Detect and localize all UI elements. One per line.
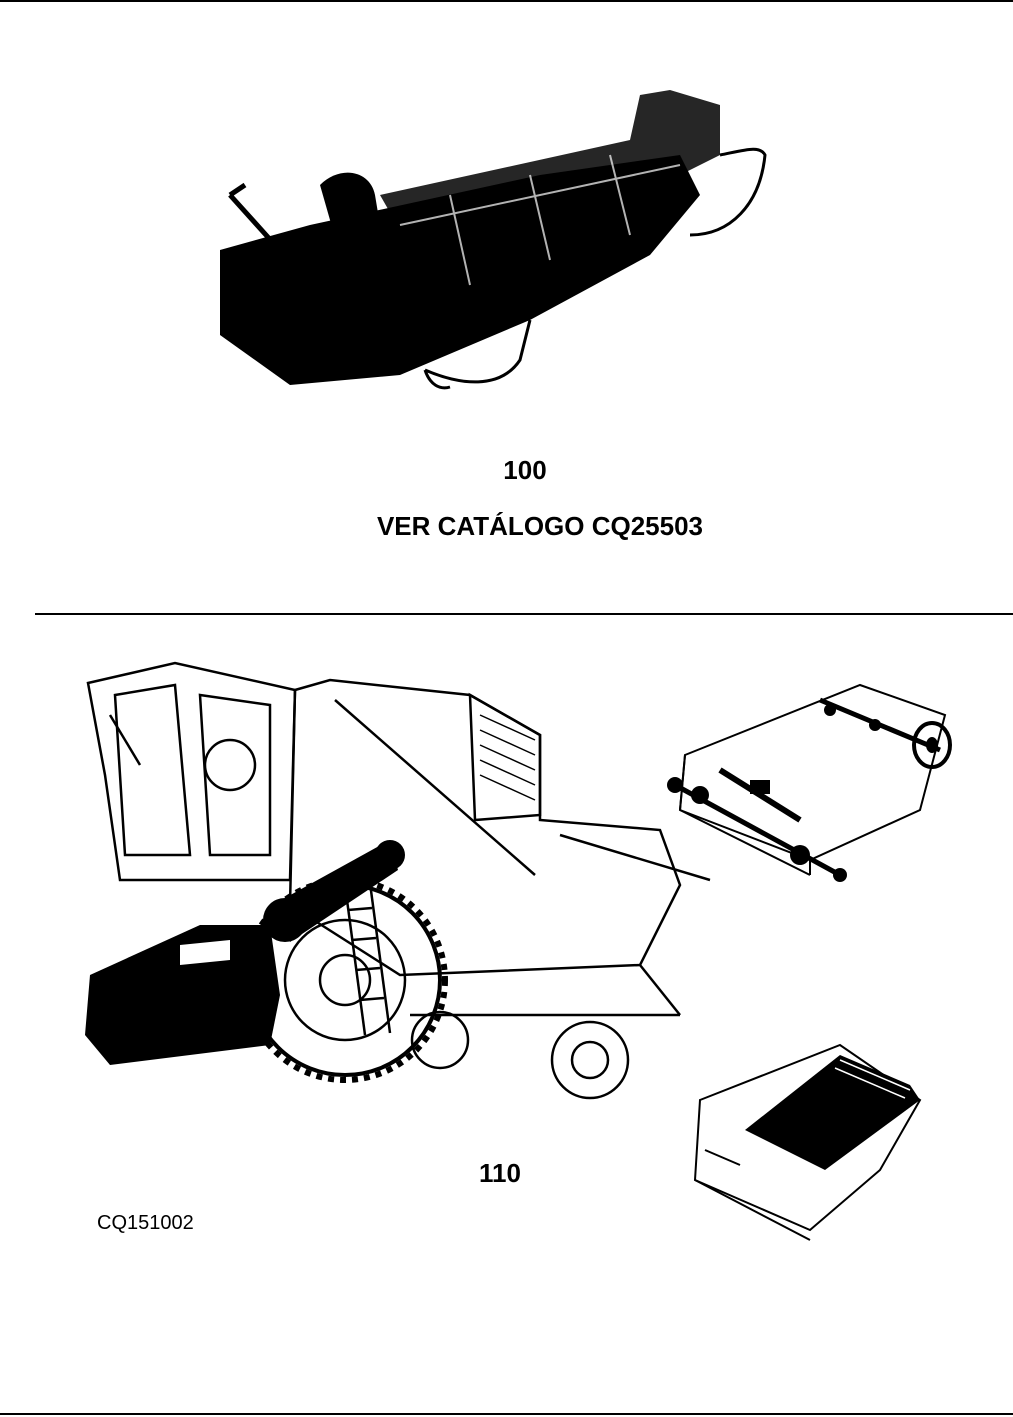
header-platform-illustration — [200, 85, 790, 405]
figure-number-110: 110 — [440, 1158, 560, 1189]
combine-harvester-illustration — [80, 655, 720, 1135]
cover-panel-illustration — [690, 1040, 950, 1245]
auger-assembly-illustration — [660, 680, 965, 895]
bottom-rule — [0, 1413, 1013, 1415]
figure-number-100: 100 — [440, 455, 610, 486]
middle-rule — [35, 613, 1013, 615]
catalog-reference: VER CATÁLOGO CQ25503 — [330, 511, 750, 542]
top-rule — [0, 0, 1013, 2]
illustration-code: CQ151002 — [97, 1212, 194, 1235]
